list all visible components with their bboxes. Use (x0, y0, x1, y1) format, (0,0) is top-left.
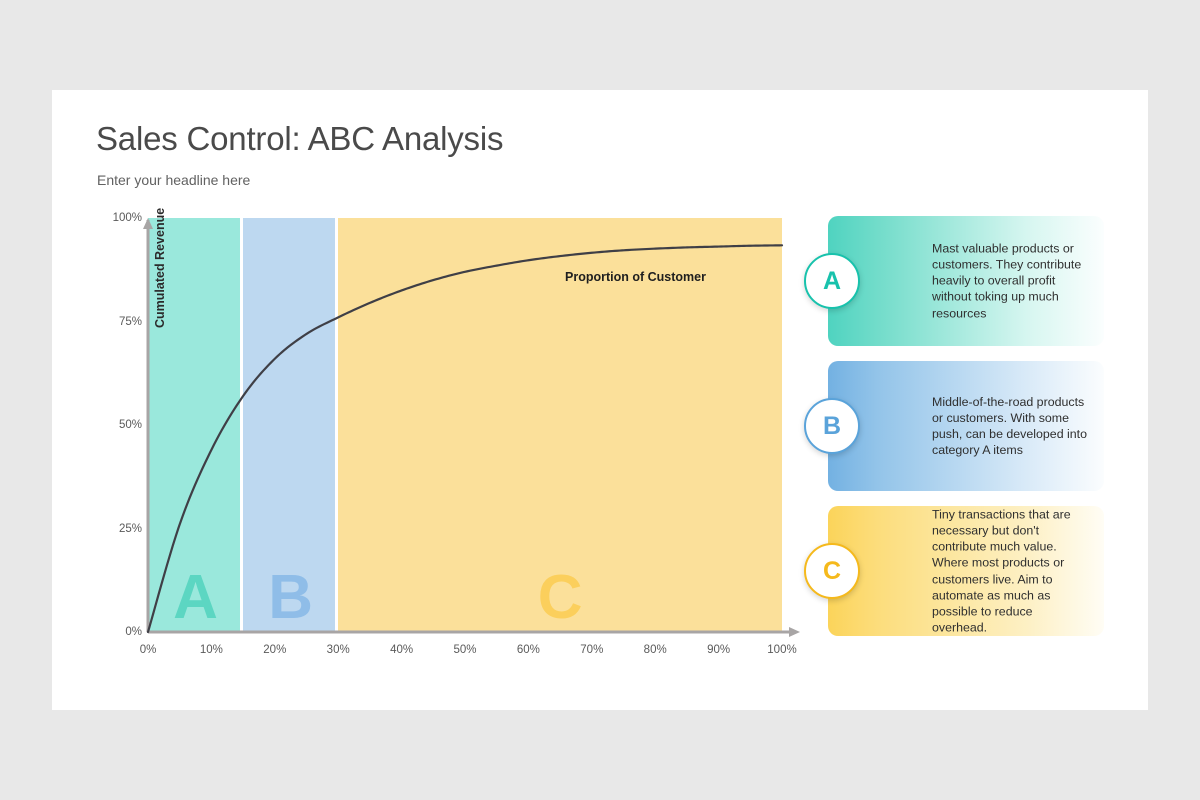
y-tick-label: 75% (118, 315, 142, 328)
x-tick-label: 30% (326, 644, 350, 656)
x-tick-label: 0% (139, 644, 157, 656)
slide-surface: Sales Control: ABC Analysis Enter your h… (52, 90, 1148, 710)
x-tick-label: 50% (453, 644, 477, 656)
y-tick-label: 50% (118, 419, 142, 431)
card-b-text: Middle-of-the-road products or customers… (932, 394, 1088, 458)
card-category-a[interactable]: Mast valuable products or customers. The… (828, 216, 1104, 346)
x-tick-label: 70% (580, 644, 604, 656)
card-c-text: Tiny transactions that are necessary but… (932, 507, 1071, 635)
page-subtitle: Enter your headline here (97, 172, 251, 188)
x-tick-label: 20% (263, 644, 287, 656)
y-axis-title: Cumulated Revenue (153, 207, 167, 328)
curve-annotation-label: Proportion of Customer (565, 270, 706, 284)
band-letter-b: B (268, 563, 314, 632)
card-category-b[interactable]: Middle-of-the-road products or customers… (828, 361, 1104, 491)
x-tick-label: 40% (390, 644, 414, 656)
x-tick-label: 90% (707, 644, 731, 656)
x-tick-label: 60% (516, 644, 540, 656)
x-tick-label: 80% (643, 644, 667, 656)
band-letter-a: A (173, 563, 218, 632)
band-letter-c: C (537, 563, 583, 632)
y-tick-label: 25% (118, 522, 142, 535)
badge-category-b: B (804, 398, 860, 454)
badge-category-c: C (804, 543, 860, 599)
x-tick-label: 10% (199, 644, 223, 656)
x-tick-label: 100% (767, 644, 797, 656)
card-a-text: Mast valuable products or customers. The… (932, 241, 1082, 321)
y-axis-ticks: 0% 25% 50% 75% 100% (96, 90, 142, 710)
y-tick-label: 100% (112, 212, 142, 224)
category-cards: Mast valuable products or customers. The… (804, 216, 1138, 646)
y-tick-label: 0% (125, 626, 142, 638)
badge-category-a: A (804, 253, 860, 309)
x-axis-ticks: 0% 10% 20% 30% 40% 50% 60% 70% 80% 90% 100% (52, 644, 1148, 664)
page-title: Sales Control: ABC Analysis (96, 120, 504, 157)
card-category-c[interactable]: Tiny transactions that are necessary but… (828, 506, 1104, 636)
